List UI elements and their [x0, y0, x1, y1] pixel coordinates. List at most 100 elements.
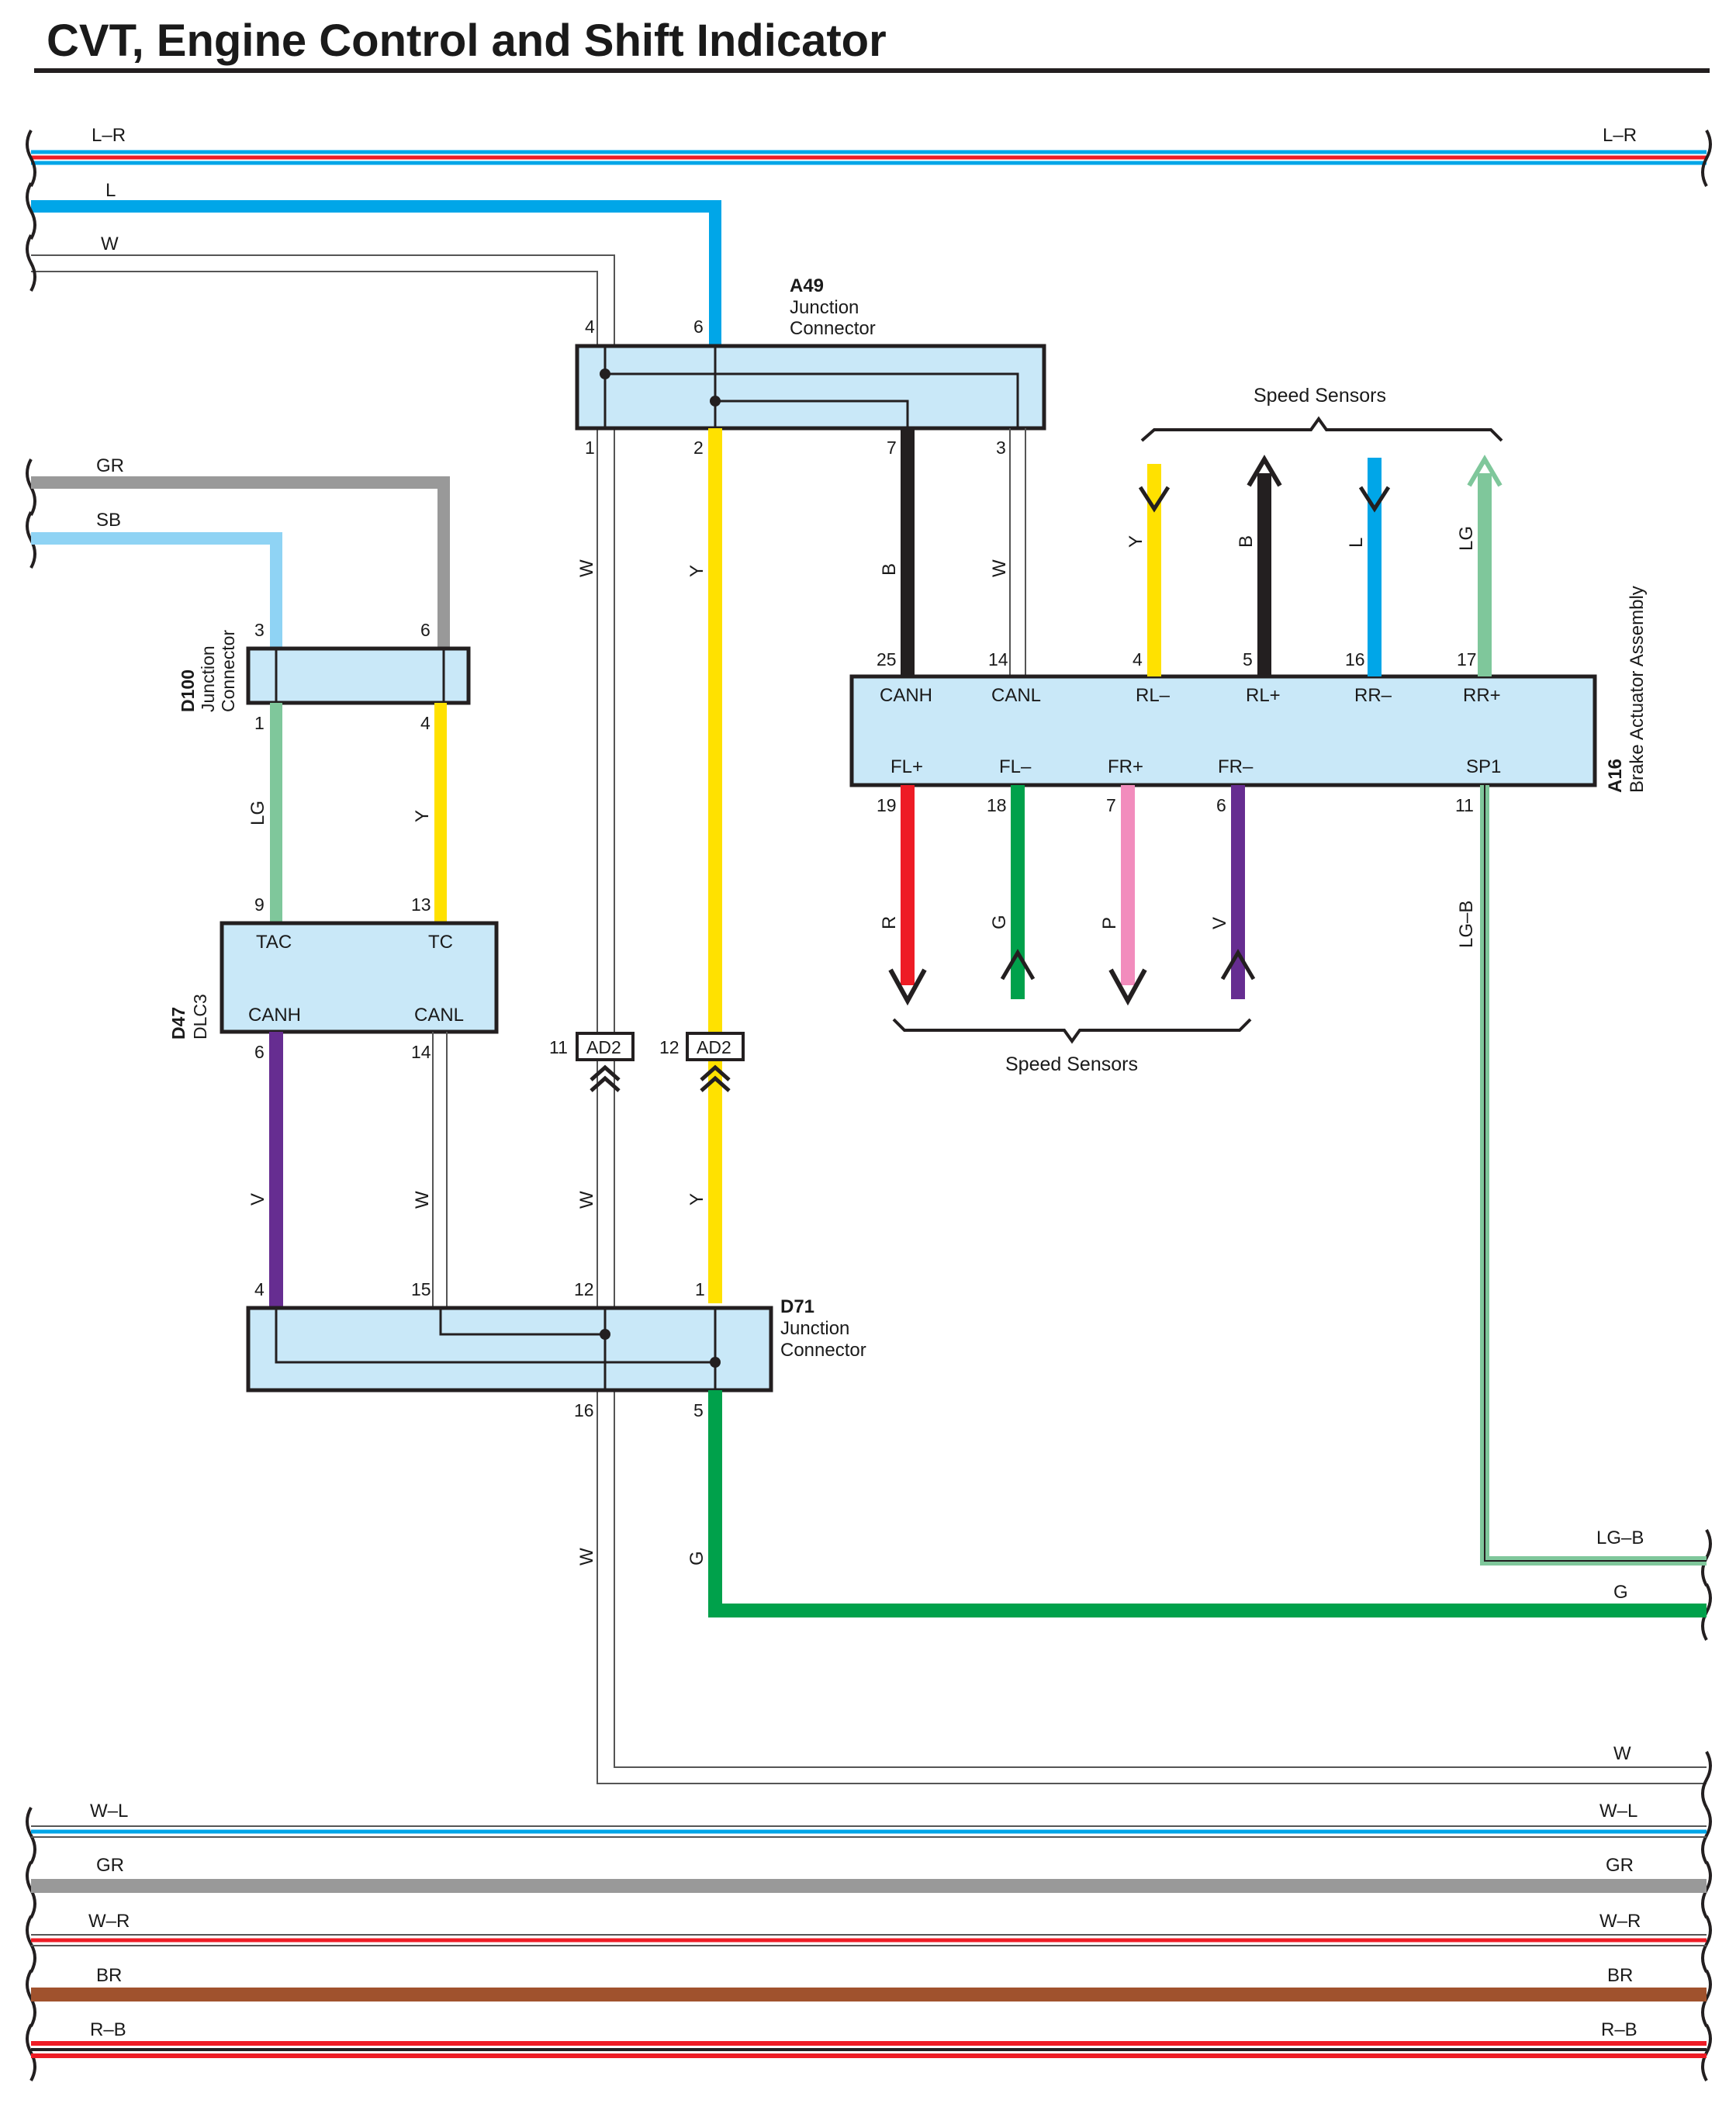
wire-label: W–L [90, 1801, 128, 1822]
pin-number: 12 [659, 1037, 680, 1057]
wire-label: V [247, 1193, 268, 1206]
wire-W-d47 [432, 1032, 448, 1308]
d71-name: Junction [780, 1318, 849, 1339]
d47-pin-label: TC [428, 932, 453, 953]
wire-label: LG–B [1456, 901, 1477, 948]
wire-label: G [1613, 1582, 1628, 1603]
pin-number: 15 [411, 1279, 431, 1299]
pin-number: 7 [887, 438, 897, 458]
pin-number: 3 [996, 438, 1006, 458]
wire-label: GR [1606, 1855, 1634, 1876]
pin-number: 1 [254, 713, 265, 733]
wire-label: P [1099, 917, 1120, 929]
pin-number: 5 [693, 1400, 704, 1420]
wire-label: W–R [1599, 1911, 1641, 1932]
d71-internal-bus [275, 1308, 717, 1390]
a16-pin-label: FL– [999, 756, 1032, 777]
a16-name: Brake Actuator Assembly [1627, 586, 1648, 793]
pin-number: 14 [988, 649, 1008, 669]
wire-label: LG–B [1596, 1527, 1644, 1548]
speed-sensors-label: Speed Sensors [1005, 1054, 1138, 1075]
pin-number: 11 [1455, 795, 1474, 815]
pin-number: 6 [420, 620, 431, 640]
pin-number: 9 [254, 894, 265, 915]
wire-label: Y [686, 565, 707, 577]
d47-pin-label: CANL [414, 1005, 464, 1026]
a16-pin-label: RL+ [1246, 685, 1281, 706]
wire-label: Y [412, 810, 433, 822]
pin-number: 1 [585, 438, 595, 458]
wire-label: G [989, 915, 1010, 929]
wire-label: L [1346, 538, 1367, 548]
pin-number: 6 [254, 1042, 265, 1062]
wire-label: W [1613, 1743, 1631, 1764]
wire-label: G [686, 1551, 707, 1566]
pin-number: 19 [877, 795, 897, 815]
wire-L-R-top [31, 150, 1707, 165]
ad2-label: AD2 [697, 1037, 731, 1057]
wire-W-L-bottom [31, 1825, 1707, 1838]
wire-label: GR [96, 455, 124, 476]
d71-connector-box [246, 1306, 773, 1393]
front-left-plus-sensor-wire [888, 785, 927, 1006]
wire-label: V [1209, 917, 1230, 929]
wire-label: L–R [1603, 125, 1637, 146]
rear-right-sensor-wire [1358, 458, 1391, 676]
speed-sensors-bracket [892, 1018, 1252, 1044]
wire-label: B [879, 563, 900, 576]
pin-number: 11 [549, 1037, 568, 1057]
d71-id: D71 [780, 1296, 814, 1317]
pin-number: 16 [574, 1400, 594, 1420]
pin-number: 6 [1216, 795, 1226, 815]
pin-number: 17 [1457, 649, 1477, 669]
wire-label: LG [247, 801, 268, 825]
pin-number: 14 [411, 1042, 431, 1062]
wire-label: BR [1607, 1965, 1633, 1986]
wire-LG-B [1480, 785, 1707, 1566]
d47-id: D47 [168, 1007, 188, 1040]
wire-label: W [989, 559, 1010, 577]
pin-number: 6 [693, 317, 704, 337]
pin-number: 1 [695, 1279, 705, 1299]
pin-number: 18 [987, 795, 1007, 815]
pin-number: 3 [254, 620, 265, 640]
wire-label: GR [96, 1855, 124, 1876]
a16-id: A16 [1605, 759, 1626, 793]
a49-name: Connector [790, 318, 876, 339]
wire-label: W–R [88, 1911, 130, 1932]
a49-splice-dot [710, 396, 721, 407]
page-title: CVT, Engine Control and Shift Indicator [47, 16, 887, 66]
a16-brake-actuator-box [849, 674, 1597, 787]
speed-sensors-bracket [1140, 416, 1503, 442]
a16-pin-label: SP1 [1466, 756, 1501, 777]
pin-number: 4 [420, 713, 431, 733]
front-right-plus-sensor-wire [1108, 785, 1147, 1006]
wire-label: W [576, 559, 597, 577]
front-right-minus-sensor-wire [1220, 785, 1256, 999]
a16-pin-label: RR– [1354, 685, 1392, 706]
a49-connector-box [575, 344, 1046, 431]
pin-number: 4 [254, 1279, 265, 1299]
d100-id: D100 [178, 669, 198, 712]
a16-pin-label: FR+ [1108, 756, 1143, 777]
wire-label: L–R [92, 125, 126, 146]
a16-pin-label: RL– [1136, 685, 1171, 706]
wire-label: W [576, 1191, 597, 1209]
a16-pin-label: RR+ [1463, 685, 1501, 706]
ad2-label: AD2 [586, 1037, 621, 1057]
a49-splice-dot [600, 368, 610, 379]
wire-label: BR [96, 1965, 122, 1986]
a16-pin-label: CANL [991, 685, 1041, 706]
a49-name: Junction [790, 297, 859, 318]
pin-number: 13 [411, 894, 431, 915]
wire-label: Y [686, 1193, 707, 1206]
wire-W-a49-canl [1009, 428, 1026, 676]
speed-sensors-label: Speed Sensors [1254, 385, 1386, 407]
rear-left-plus-sensor-wire [1247, 455, 1282, 676]
wire-W-top [31, 254, 1707, 1784]
wire-GR-left [31, 476, 450, 649]
wire-G-d71 [708, 1390, 1707, 1617]
d100-connector-box [246, 646, 471, 705]
wire-label: B [1236, 535, 1257, 548]
d47-pin-label: TAC [256, 932, 292, 953]
